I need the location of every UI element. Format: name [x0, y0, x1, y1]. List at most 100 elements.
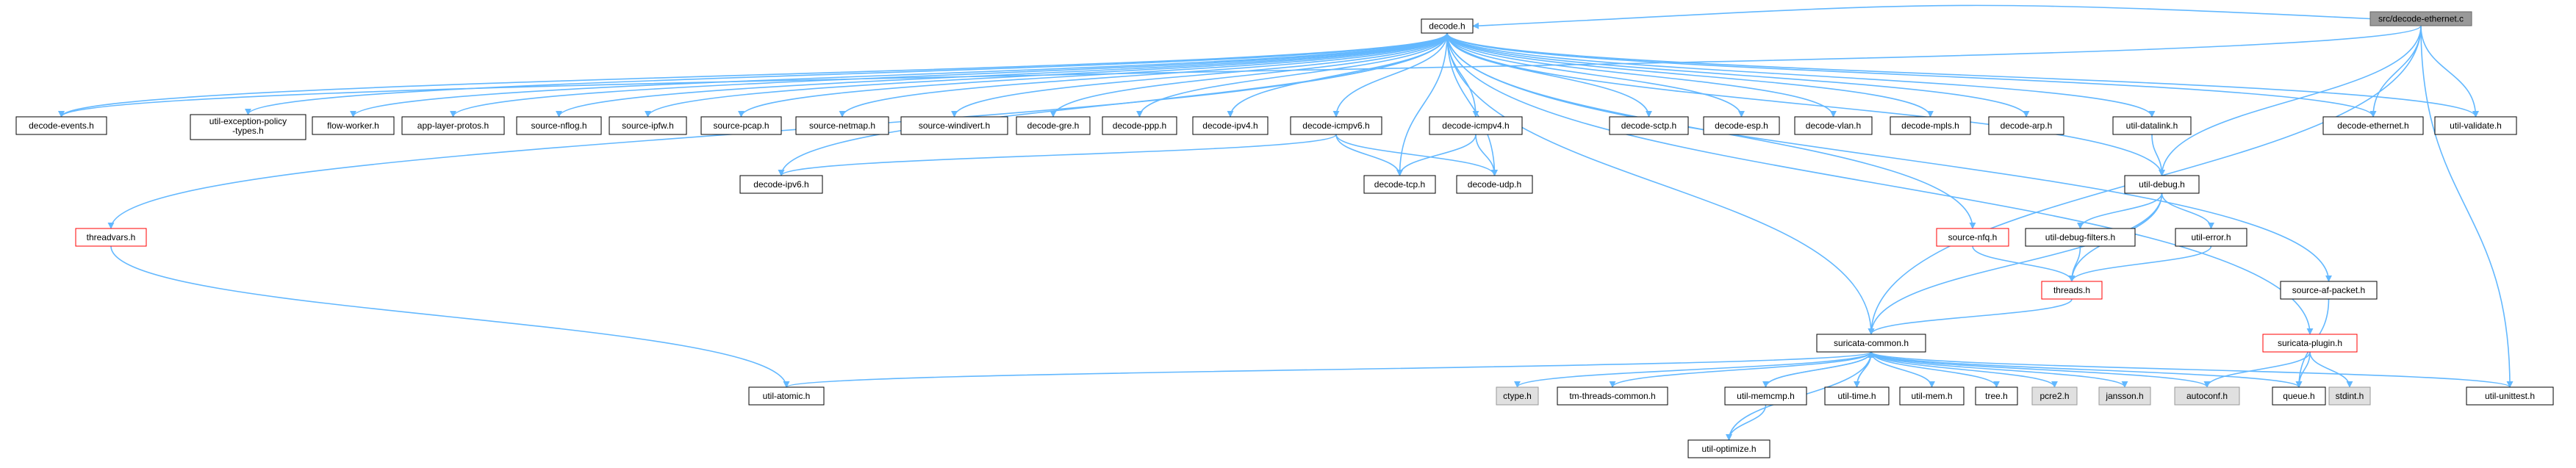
edge-util-memcmp-to-suricata-common [1765, 351, 1875, 388]
edge-decode-h-to-decode-mpls [1446, 32, 1934, 118]
node-util-datalink[interactable]: util-datalink.h [2112, 116, 2192, 135]
node-decode-events[interactable]: decode-events.h [15, 116, 107, 135]
node-label: util-memcmp.h [1737, 391, 1795, 401]
edge-layer [58, 4, 2514, 441]
node-label: decode-udp.h [1468, 179, 1521, 190]
node-util-time[interactable]: util-time.h [1824, 386, 1890, 406]
node-decode-udp[interactable]: decode-udp.h [1456, 175, 1533, 194]
node-label: queue.h [2283, 391, 2314, 401]
node-box [1429, 116, 1523, 135]
node-box [1421, 18, 1474, 34]
node-threadvars[interactable]: threadvars.h [75, 228, 147, 247]
node-source-windivert[interactable]: source-windivert.h [900, 116, 1008, 135]
node-util-mem[interactable]: util-mem.h [1899, 386, 1965, 406]
node-decode-arp[interactable]: decode-arp.h [1988, 116, 2064, 135]
node-box [2328, 386, 2371, 406]
node-box [1290, 116, 1382, 135]
node-box [2262, 334, 2358, 353]
node-decode-icmpv6[interactable]: decode-icmpv6.h [1290, 116, 1382, 135]
node-label: decode-ppp.h [1113, 120, 1166, 131]
node-source-ipfw[interactable]: source-ipfw.h [609, 116, 687, 135]
node-box [1687, 439, 1770, 458]
node-util-error[interactable]: util-error.h [2175, 228, 2247, 247]
edge-decode-h-to-decode-ethernet-h [1446, 32, 2377, 118]
node-label: decode.h [1429, 21, 1465, 32]
edge-util-time-to-suricata-common [1856, 351, 1875, 388]
node-box [1609, 116, 1689, 135]
edge-decode-h-to-util-validate [1446, 32, 2479, 118]
edge-decode-icmpv6-to-decode-ipv6 [778, 134, 1337, 176]
node-stdint[interactable]: stdint.h [2328, 386, 2371, 406]
edge-suricata-plugin-to-autoconf [2203, 351, 2311, 388]
node-util-debug[interactable]: util-debug.h [2124, 175, 2200, 194]
node-decode-ethernet-h[interactable]: decode-ethernet.h [2322, 116, 2424, 135]
node-decode-tcp[interactable]: decode-tcp.h [1363, 175, 1436, 194]
node-util-debug-filters[interactable]: util-debug-filters.h [2025, 228, 2136, 247]
node-layer: src/decode-ethernet.c decode.h decode-even… [15, 11, 2554, 458]
node-box [2112, 116, 2192, 135]
edge-decode-h-to-flow-worker [350, 32, 1448, 118]
node-box [1824, 386, 1890, 406]
node-queue-h[interactable]: queue.h [2272, 386, 2326, 406]
node-jansson[interactable]: jansson.h [2098, 386, 2151, 406]
node-box [2434, 116, 2517, 135]
node-label: decode-mpls.h [1901, 120, 1959, 131]
edge-root-to-util-validate [2420, 25, 2479, 118]
node-tm-threads[interactable]: tm-threads-common.h [1557, 386, 1668, 406]
node-util-memcmp[interactable]: util-memcmp.h [1724, 386, 1807, 406]
node-util-unittest[interactable]: util-unittest.h [2466, 386, 2554, 406]
node-suricata-common[interactable]: suricata-common.h [1816, 334, 1926, 353]
node-label: decode-icmpv4.h [1442, 120, 1509, 131]
node-source-nflog[interactable]: source-nflog.h [516, 116, 602, 135]
node-decode-gre[interactable]: decode-gre.h [1016, 116, 1091, 135]
node-pcre2[interactable]: pcre2.h [2031, 386, 2078, 406]
node-util-validate[interactable]: util-validate.h [2434, 116, 2517, 135]
edge-decode-h-to-decode-tcp [1396, 32, 1448, 176]
node-ctype[interactable]: ctype.h [1496, 386, 1539, 406]
node-source-netmap[interactable]: source-netmap.h [795, 116, 889, 135]
node-tree-h[interactable]: tree.h [1975, 386, 2018, 406]
node-util-exception[interactable]: util-exception-policy-types.h [190, 114, 306, 140]
node-decode-esp[interactable]: decode-esp.h [1703, 116, 1780, 135]
node-decode-sctp[interactable]: decode-sctp.h [1609, 116, 1689, 135]
node-box [1899, 386, 1965, 406]
edge-suricata-plugin-to-queue-h [2295, 351, 2311, 388]
node-box [700, 116, 782, 135]
node-decode-icmpv4[interactable]: decode-icmpv4.h [1429, 116, 1523, 135]
node-box [75, 228, 147, 247]
node-label: stdint.h [2336, 391, 2364, 401]
node-source-nfq[interactable]: source-nfq.h [1936, 228, 2009, 247]
node-box [1363, 175, 1436, 194]
node-threads-h[interactable]: threads.h [2041, 281, 2103, 300]
node-box [2280, 281, 2378, 300]
node-box [1936, 228, 2009, 247]
edge-decode-h-to-decode-arp [1446, 32, 2030, 118]
node-label: decode-esp.h [1715, 120, 1768, 131]
node-decode-ipv6[interactable]: decode-ipv6.h [739, 175, 823, 194]
node-source-pcap[interactable]: source-pcap.h [700, 116, 782, 135]
node-app-layer[interactable]: app-layer-protos.h [401, 116, 505, 135]
node-util-atomic[interactable]: util-atomic.h [748, 386, 825, 406]
node-autoconf[interactable]: autoconf.h [2174, 386, 2240, 406]
node-label: util-error.h [2191, 232, 2231, 242]
node-util-optimize[interactable]: util-optimize.h [1687, 439, 1770, 458]
node-label: -types.h [232, 126, 264, 136]
edge-root-to-util-debug [2159, 25, 2422, 176]
node-decode-vlan[interactable]: decode-vlan.h [1794, 116, 1873, 135]
node-decode-ppp[interactable]: decode-ppp.h [1102, 116, 1177, 135]
edge-decode-h-to-suricata-common [1446, 32, 1875, 335]
node-label: suricata-plugin.h [2278, 338, 2342, 348]
node-root[interactable]: src/decode-ethernet.c [2369, 11, 2472, 26]
node-source-af-packet[interactable]: source-af-packet.h [2280, 281, 2378, 300]
edge-decode-h-to-decode-esp [1446, 32, 1745, 118]
node-decode-mpls[interactable]: decode-mpls.h [1890, 116, 1971, 135]
node-flow-worker[interactable]: flow-worker.h [312, 116, 395, 135]
edge-util-memcmp-to-util-optimize [1726, 404, 1767, 441]
node-box [2322, 116, 2424, 135]
node-decode-h[interactable]: decode.h [1421, 18, 1474, 34]
node-box [2174, 386, 2240, 406]
node-label: decode-icmpv6.h [1302, 120, 1369, 131]
node-box [748, 386, 825, 406]
node-decode-ipv4[interactable]: decode-ipv4.h [1192, 116, 1269, 135]
node-suricata-plugin[interactable]: suricata-plugin.h [2262, 334, 2358, 353]
